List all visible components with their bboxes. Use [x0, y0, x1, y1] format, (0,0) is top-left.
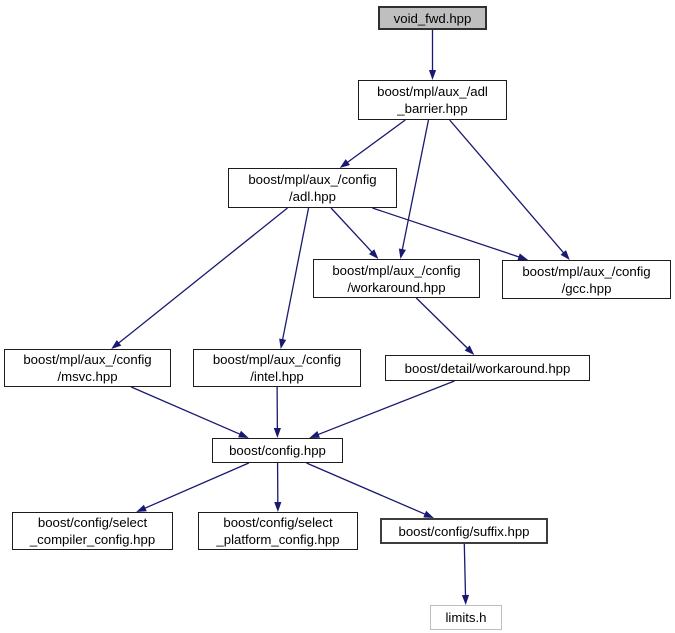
- node-label: limits.h: [445, 610, 487, 625]
- edge-arrowhead-adl_barrier-workaround_mpl: [398, 248, 406, 259]
- edge-arrowhead-adl_barrier-gcc: [560, 250, 570, 260]
- node-label: boost/mpl/aux_/config /intel.hpp: [212, 352, 342, 384]
- edge-arrowhead-void_fwd-adl_barrier: [428, 70, 437, 80]
- node-config-msvc-hpp[interactable]: boost/mpl/aux_/config /msvc.hpp: [4, 349, 171, 387]
- edge-arrowhead-adl_barrier-adl: [339, 159, 350, 168]
- edge-line-adl-msvc: [117, 207, 288, 345]
- node-label: boost/mpl/aux_/adl _barrier.hpp: [377, 84, 488, 116]
- edge-line-adl-gcc: [372, 207, 521, 259]
- node-config-gcc-hpp[interactable]: boost/mpl/aux_/config /gcc.hpp: [502, 260, 671, 299]
- node-label: boost/mpl/aux_/config /msvc.hpp: [23, 352, 152, 384]
- node-label: void_fwd.hpp: [393, 10, 472, 26]
- edge-arrowhead-adl-workaround_mpl: [368, 249, 379, 259]
- edge-line-adl-workaround_mpl: [330, 207, 374, 254]
- edge-line-suffix-limits: [463, 543, 467, 598]
- edge-line-config-select_compiler: [143, 462, 250, 510]
- node-label: boost/mpl/aux_/config /workaround.hpp: [332, 262, 461, 295]
- node-config-adl-hpp[interactable]: boost/mpl/aux_/config /adl.hpp: [228, 168, 397, 208]
- edge-line-workaround_mpl-detail_workaround: [415, 297, 470, 350]
- edge-line-adl_barrier-workaround_mpl: [401, 119, 430, 252]
- node-adl-barrier-hpp[interactable]: boost/mpl/aux_/adl _barrier.hpp: [358, 80, 507, 120]
- node-label: boost/config/select _compiler_config.hpp: [29, 515, 156, 547]
- edge-arrowhead-config-select_platform: [274, 501, 282, 512]
- node-config-suffix-hpp[interactable]: boost/config/suffix.hpp: [380, 518, 548, 544]
- node-detail-workaround-hpp[interactable]: boost/detail/workaround.hpp: [385, 355, 590, 381]
- node-boost-config-hpp[interactable]: boost/config.hpp: [212, 438, 343, 463]
- edge-line-adl_barrier-gcc: [449, 119, 566, 255]
- edge-arrowhead-adl-gcc: [517, 253, 529, 261]
- edge-line-adl_barrier-adl: [345, 119, 406, 164]
- edge-line-adl-intel: [281, 207, 310, 342]
- edge-arrowhead-suffix-limits: [461, 594, 470, 605]
- edge-arrowhead-intel-config: [273, 427, 281, 438]
- edge-arrowhead-msvc-config: [238, 430, 249, 438]
- node-label: boost/config.hpp: [229, 443, 326, 458]
- edge-arrowhead-config-suffix: [423, 510, 434, 518]
- node-select-compiler-config-hpp[interactable]: boost/config/select _compiler_config.hpp: [12, 512, 173, 550]
- edge-line-detail_workaround-config: [316, 380, 455, 436]
- node-select-platform-config-hpp[interactable]: boost/config/select _platform_config.hpp: [198, 512, 358, 550]
- edge-arrowhead-config-select_compiler: [136, 504, 147, 512]
- edge-arrowhead-workaround_mpl-detail_workaround: [464, 345, 475, 355]
- node-void-fwd-hpp: void_fwd.hpp: [378, 6, 487, 30]
- edge-line-config-suffix: [306, 462, 427, 516]
- node-label: boost/detail/workaround.hpp: [404, 360, 571, 376]
- node-label: boost/config/select _platform_config.hpp: [216, 515, 340, 547]
- node-label: boost/mpl/aux_/config /gcc.hpp: [522, 263, 651, 296]
- edge-arrowhead-adl-msvc: [111, 339, 122, 349]
- node-label: boost/config/suffix.hpp: [398, 523, 530, 539]
- edge-line-msvc-config: [130, 386, 242, 436]
- edge-arrowhead-adl-intel: [279, 338, 287, 349]
- node-limits-h: limits.h: [430, 605, 502, 630]
- node-config-intel-hpp[interactable]: boost/mpl/aux_/config /intel.hpp: [193, 349, 361, 387]
- node-label: boost/mpl/aux_/config /adl.hpp: [248, 172, 377, 204]
- node-config-workaround-hpp[interactable]: boost/mpl/aux_/config /workaround.hpp: [313, 259, 480, 298]
- edge-arrowhead-detail_workaround-config: [309, 430, 320, 438]
